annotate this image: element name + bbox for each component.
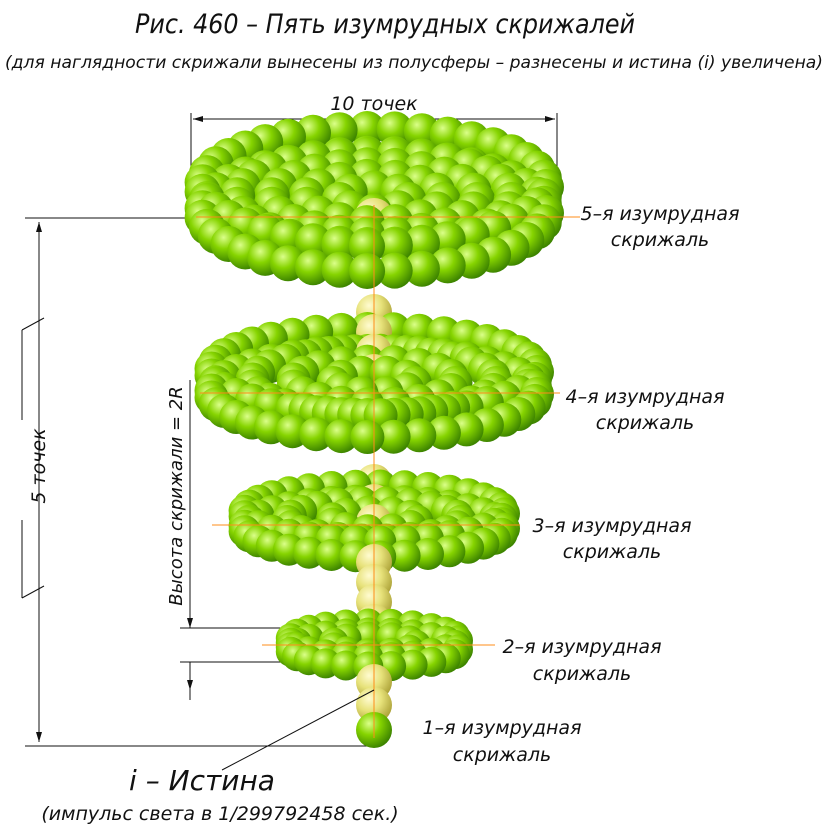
- truth-callout: i – Истина (импульс света в 1/299792458 …: [41, 689, 399, 825]
- tablet-label-5: 5–я изумрудная скрижаль: [580, 203, 739, 251]
- svg-text:1–я изумрудная: 1–я изумрудная: [422, 717, 581, 739]
- figure-title: Рис. 460 – Пять изумрудных скрижалей: [135, 9, 635, 40]
- svg-text:скрижаль: скрижаль: [453, 744, 551, 766]
- tablet-5-sphere: [376, 111, 413, 148]
- tablet-3-sphere: [412, 538, 444, 570]
- svg-text:2–я изумрудная: 2–я изумрудная: [502, 636, 661, 658]
- truth-note: (импульс света в 1/299792458 сек.): [41, 803, 398, 825]
- tablet-3-sphere: [315, 539, 348, 571]
- tablet-5-sphere: [349, 228, 385, 265]
- tablet-4-sphere: [426, 415, 461, 450]
- svg-text:3–я изумрудная: 3–я изумрудная: [532, 515, 691, 537]
- tablet-label-3: 3–я изумрудная скрижаль: [532, 515, 691, 563]
- tablet-4-sphere: [299, 417, 334, 452]
- tablet-label-2: 2–я изумрудная скрижаль: [502, 636, 661, 685]
- tablet-4-sphere: [376, 419, 411, 454]
- tablet-4-sphere: [350, 420, 385, 454]
- svg-text:скрижаль: скрижаль: [533, 663, 631, 685]
- svg-text:скрижаль: скрижаль: [596, 412, 694, 434]
- tablet-label-1: 1–я изумрудная скрижаль: [422, 717, 581, 766]
- tablet-5-sphere: [349, 111, 386, 147]
- svg-text:скрижаль: скрижаль: [611, 229, 709, 251]
- tablet-5-sphere: [403, 250, 440, 287]
- tablet-3-sphere: [388, 539, 421, 572]
- tablet-5-sphere: [321, 251, 358, 288]
- tablet-5-sphere: [376, 252, 413, 289]
- svg-text:скрижаль: скрижаль: [563, 541, 661, 563]
- tablet-height-label: Высота скрижали = 2R: [166, 386, 187, 606]
- tablets-assembly: [184, 111, 564, 748]
- tablet-2-sphere: [330, 650, 361, 681]
- axis-lines: [196, 205, 580, 738]
- height-dimension: 5 точек: [21, 217, 372, 747]
- svg-text:4–я изумрудная: 4–я изумрудная: [565, 386, 724, 408]
- tablet-5-sphere: [295, 223, 332, 260]
- tablet-5-sphere: [349, 253, 386, 289]
- tablet-5-sphere: [403, 225, 440, 262]
- tablet-4-sphere: [324, 419, 359, 454]
- width-dimension-label: 10 точек: [330, 93, 418, 115]
- figure-subtitle: (для наглядности скрижали вынесены из по…: [5, 53, 823, 73]
- tablet-2-sphere: [397, 649, 428, 680]
- height-dimension-label: 5 точек: [28, 428, 50, 504]
- tablet-5-sphere: [295, 249, 331, 286]
- truth-label: i – Истина: [129, 764, 275, 797]
- tablet-5-sphere: [376, 227, 413, 264]
- tablet-label-4: 4–я изумрудная скрижаль: [565, 386, 724, 434]
- svg-text:5–я изумрудная: 5–я изумрудная: [580, 203, 739, 225]
- tablet-height-dimension: Высота скрижали = 2R: [166, 380, 372, 700]
- tablet-4-sphere: [402, 418, 437, 453]
- tablet-5-sphere: [321, 226, 358, 263]
- tablet-5-sphere: [321, 112, 358, 149]
